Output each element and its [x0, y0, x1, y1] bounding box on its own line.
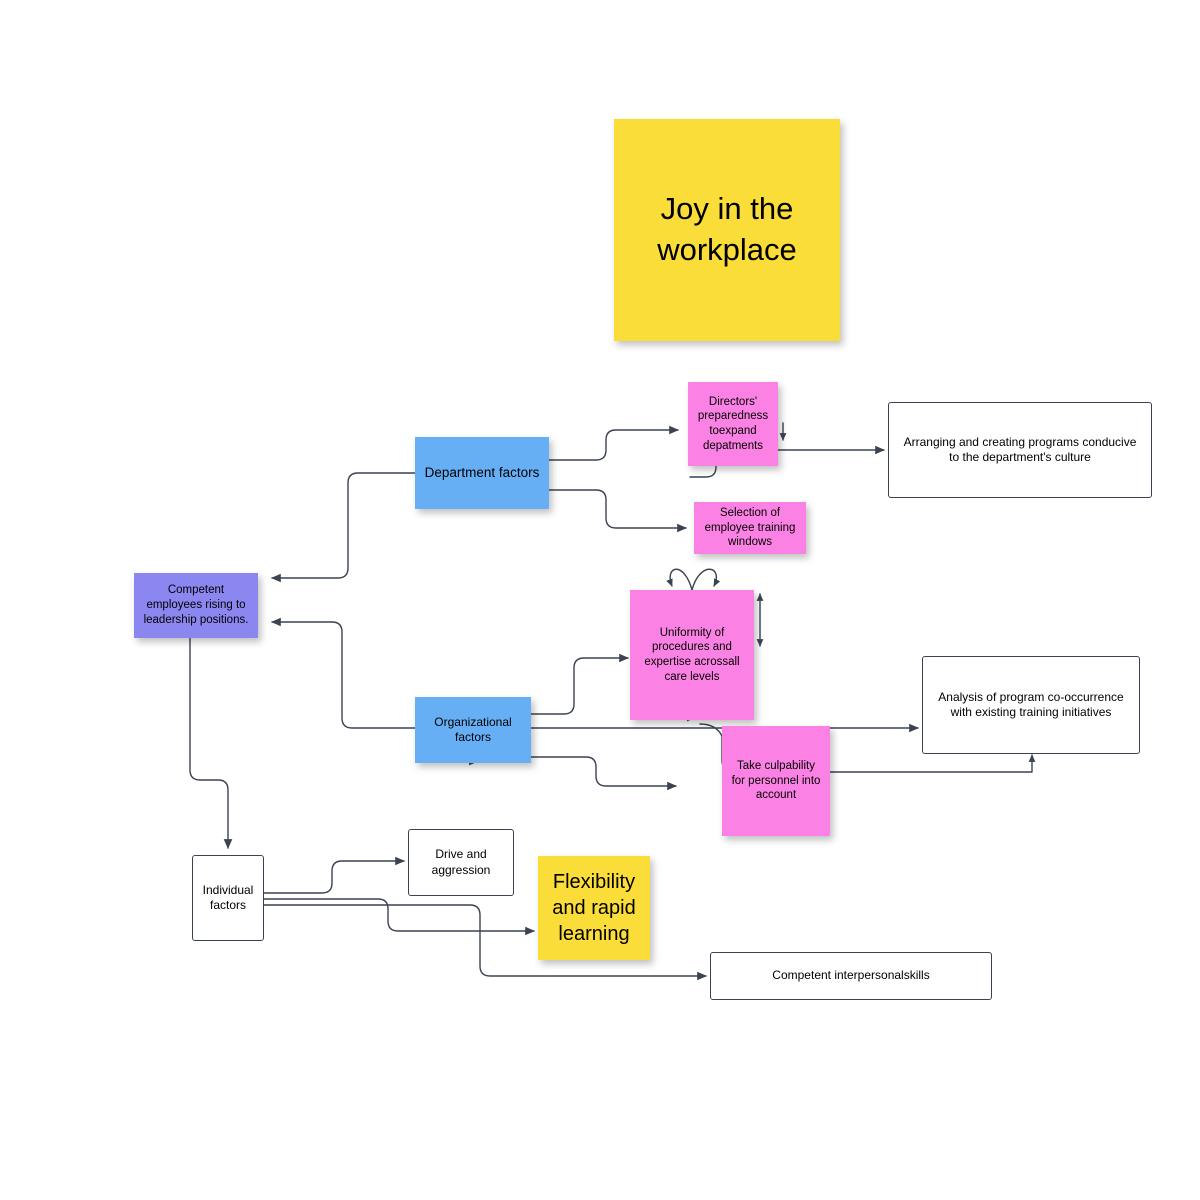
node-analysis-co-occurrence[interactable]: Analysis of program co-occurrence with e… [922, 656, 1140, 754]
node-arranging-programs[interactable]: Arranging and creating programs conduciv… [888, 402, 1152, 498]
node-individual-factors-label: Individual factors [202, 882, 254, 912]
title-note[interactable]: Joy in the workplace [614, 119, 840, 341]
node-competent-employees-label: Competent employees rising to leadership… [143, 584, 249, 626]
node-drive-aggression-label: Drive and aggression [431, 847, 491, 877]
node-competent-interpersonal-label: Competent interpersonalskills [772, 968, 930, 983]
node-competent-employees[interactable]: Competent employees rising to leadership… [134, 573, 258, 638]
node-uniformity-procedures[interactable]: Uniformity of procedures and expertise a… [630, 590, 754, 720]
node-individual-factors[interactable]: Individual factors [192, 855, 264, 941]
title-note-label: Joy in the workplace [657, 191, 797, 267]
node-arranging-programs-label: Arranging and creating programs conduciv… [903, 434, 1137, 464]
node-selection-training-windows[interactable]: Selection of employee training windows [694, 502, 806, 554]
node-flexibility-rapid-learning-label: Flexibility and rapid learning [552, 871, 636, 945]
node-organizational-factors[interactable]: Organizational factors [415, 697, 531, 763]
node-department-factors[interactable]: Department factors [415, 437, 549, 509]
node-department-factors-label: Department factors [424, 465, 540, 481]
node-selection-training-windows-label: Selection of employee training windows [704, 506, 796, 549]
node-flexibility-rapid-learning[interactable]: Flexibility and rapid learning [538, 856, 650, 960]
node-take-culpability-label: Take culpability for personnel into acco… [731, 759, 821, 802]
node-organizational-factors-label: Organizational factors [434, 714, 512, 744]
node-directors-preparedness-label: Directors' preparedness toexpand depatme… [697, 395, 769, 452]
node-competent-interpersonal[interactable]: Competent interpersonalskills [710, 952, 992, 1000]
node-analysis-co-occurrence-label: Analysis of program co-occurrence with e… [938, 689, 1124, 719]
node-take-culpability[interactable]: Take culpability for personnel into acco… [722, 726, 830, 836]
node-directors-preparedness[interactable]: Directors' preparedness toexpand depatme… [688, 382, 778, 466]
node-uniformity-procedures-label: Uniformity of procedures and expertise a… [644, 626, 740, 683]
node-drive-aggression[interactable]: Drive and aggression [408, 829, 514, 896]
